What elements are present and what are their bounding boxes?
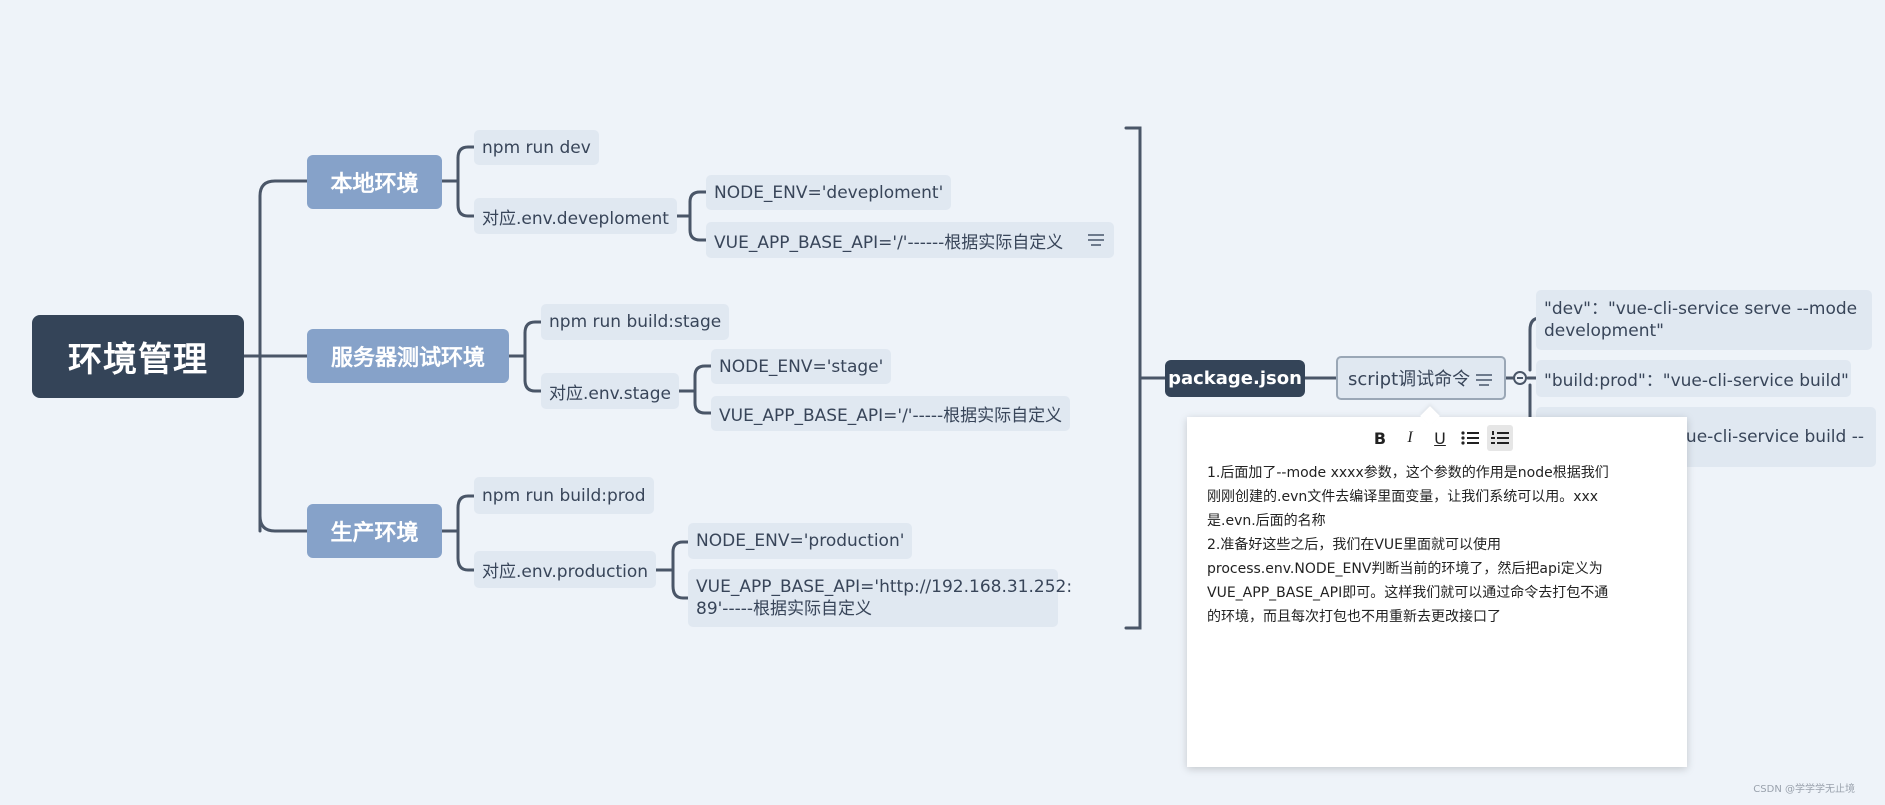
branch-local-node-env[interactable]: NODE_ENV='deveploment' [706, 175, 952, 210]
branch-local-env-file[interactable]: 对应.env.deveploment [474, 198, 677, 234]
note-line: 刚刚创建的.evn文件去编译里面变量，让我们系统可以用。xxx [1207, 489, 1599, 505]
bold-button[interactable]: B [1373, 428, 1387, 448]
branch-production[interactable]: 生产环境 [307, 504, 442, 558]
watermark: CSDN @学学学无止境 [1753, 784, 1855, 795]
script-dev-line2: development" [1544, 321, 1664, 341]
collapse-icon[interactable] [1513, 371, 1527, 385]
note-line: 是.evn.后面的名称 [1207, 513, 1326, 529]
underline-button[interactable]: U [1434, 428, 1446, 448]
branch-staging-node-env[interactable]: NODE_ENV='stage' [711, 349, 892, 384]
branch-production-command[interactable]: npm run build:prod [474, 477, 654, 514]
branch-staging-base-api[interactable]: VUE_APP_BASE_API='/'-----根据实际自定义 [711, 396, 1071, 431]
note-line: 1.后面加了--mode xxxx参数，这个参数的作用是node根据我们 [1207, 465, 1609, 481]
branch-production-base-api[interactable]: VUE_APP_BASE_API='http://192.168.31.252:… [688, 569, 1072, 627]
root-node[interactable]: 环境管理 [32, 315, 244, 398]
branch-local-base-api-text: VUE_APP_BASE_API='/'------根据实际自定义 [714, 232, 1064, 253]
note-editor-panel[interactable]: B I U 1.后面加了--mode xxxx参数，这个参数的作用是node根据… [1187, 417, 1687, 767]
branch-production-base-api-line1: VUE_APP_BASE_API='http://192.168.31.252: [696, 577, 1073, 597]
branch-production-env-file[interactable]: 对应.env.production [474, 551, 657, 588]
branch-staging[interactable]: 服务器测试环境 [307, 329, 509, 383]
note-line: 2.准备好这些之后，我们在VUE里面就可以使用 [1207, 537, 1502, 553]
branch-production-base-api-line2: 89'-----根据实际自定义 [696, 599, 872, 619]
note-toolbar: B I U [1367, 425, 1513, 451]
branch-staging-env-file[interactable]: 对应.env.stage [541, 373, 679, 409]
italic-button[interactable]: I [1407, 429, 1413, 446]
summary-package-json[interactable]: package.json [1165, 360, 1305, 397]
branch-local-command[interactable]: npm run dev [474, 130, 599, 165]
note-icon[interactable] [1476, 374, 1492, 386]
note-line: 的环境，而且每次打包也不用重新去更改接口了 [1207, 609, 1501, 625]
note-icon[interactable] [1088, 234, 1104, 246]
branch-local-base-api[interactable]: VUE_APP_BASE_API='/'------根据实际自定义 [706, 222, 1114, 258]
branch-staging-command[interactable]: npm run build:stage [541, 304, 730, 340]
script-dev-line1: "dev"："vue-cli-service serve --mode [1544, 299, 1858, 319]
summary-script-node[interactable]: script调试命令 [1336, 356, 1506, 400]
branch-local[interactable]: 本地环境 [307, 155, 442, 209]
note-line: process.env.NODE_ENV判断当前的环境了，然后把api定义为 [1207, 561, 1603, 577]
numbered-list-icon[interactable] [1487, 425, 1513, 451]
bullet-list-icon[interactable] [1457, 425, 1483, 451]
summary-script-label: script调试命令 [1348, 369, 1471, 390]
script-build-prod[interactable]: "build:prod"："vue-cli-service build" [1536, 360, 1851, 397]
script-dev[interactable]: "dev"："vue-cli-service serve --mode deve… [1536, 290, 1872, 350]
branch-production-node-env[interactable]: NODE_ENV='production' [688, 523, 913, 559]
note-line: VUE_APP_BASE_API即可。这样我们就可以通过命令去打包不通 [1207, 585, 1609, 601]
note-text[interactable]: 1.后面加了--mode xxxx参数，这个参数的作用是node根据我们 刚刚创… [1207, 461, 1667, 629]
